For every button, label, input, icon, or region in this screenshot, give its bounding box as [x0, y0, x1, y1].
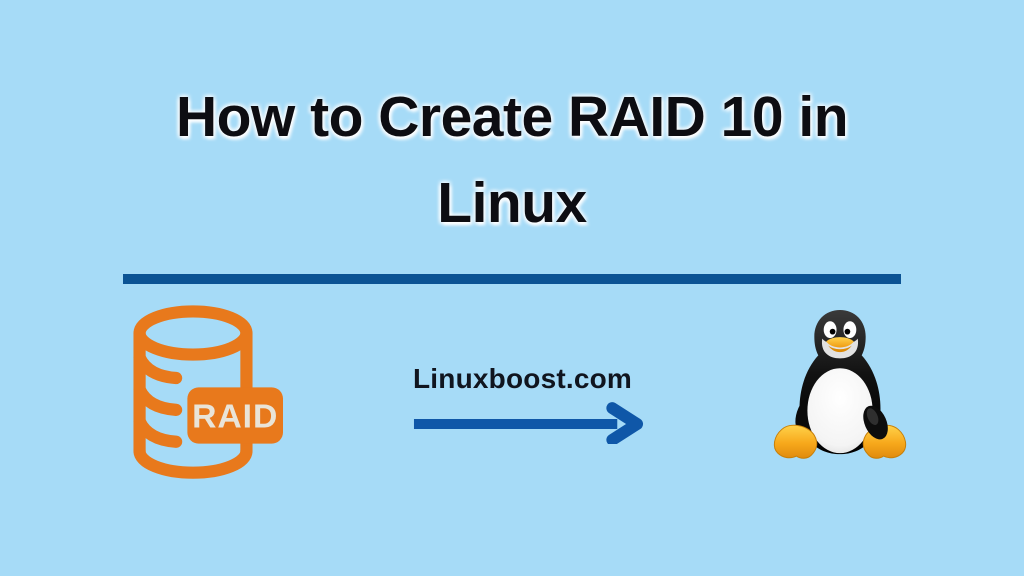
right-arrow-icon — [413, 402, 644, 444]
title-line-1: How to Create RAID 10 in — [175, 85, 849, 149]
raid-database-icon-svg: RAID — [133, 305, 283, 479]
tux-penguin-icon — [770, 306, 910, 464]
tux-penguin-icon-svg — [773, 309, 907, 459]
branding-block: Linuxboost.com — [411, 363, 649, 444]
title-line-2: Linux — [437, 171, 587, 235]
raid-icon-label: RAID — [192, 398, 278, 436]
site-name: Linuxboost.com — [413, 363, 633, 394]
raid-database-icon: RAID — [126, 303, 290, 483]
page-title: How to Create RAID 10 in Linux — [0, 0, 1024, 246]
content-row: RAID Linuxboost.com — [0, 303, 1024, 483]
divider-line — [123, 274, 901, 284]
